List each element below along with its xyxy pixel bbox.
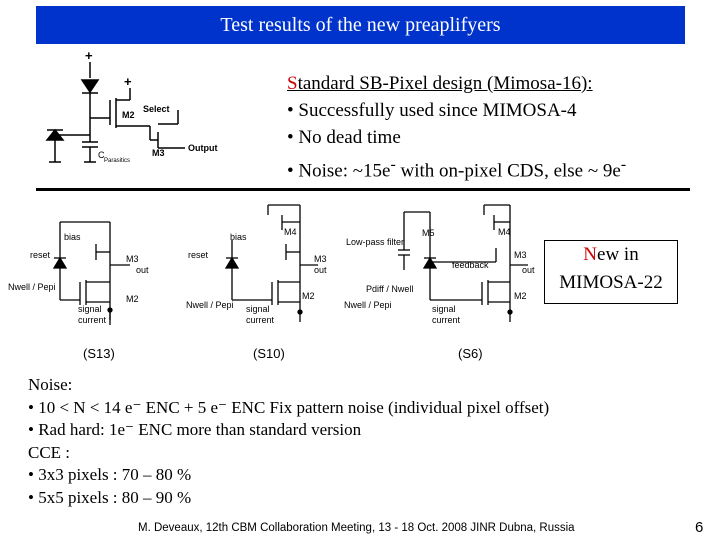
s13-nwell-label: Nwell / Pepi <box>8 282 56 292</box>
s10-bias-label: bias <box>230 232 247 242</box>
s13-signal-label: signal <box>78 304 102 314</box>
noise-sup-2: - <box>620 156 627 173</box>
circuit-s6 <box>398 204 528 322</box>
s10-reset-label: reset <box>188 250 209 260</box>
s6-m4-label: M4 <box>498 227 511 237</box>
standard-bullet-2: • No dead time <box>287 127 401 148</box>
cce-line-2: • 3x3 pixels : 70 – 80 % <box>28 465 192 484</box>
slide-title: Test results of the new preaplifyers <box>36 6 685 44</box>
supply-plus-label-2: + <box>124 74 132 89</box>
s13-out-label: out <box>136 265 149 275</box>
s6-m5-label: M5 <box>422 228 435 238</box>
page-number: 6 <box>695 519 704 536</box>
s6-pdiff-label: Pdiff / Nwell <box>366 284 413 294</box>
s10-current-label: current <box>246 315 275 325</box>
noise-results-text: Noise: • 10 < N < 14 e⁻ ENC + 5 e⁻ ENC F… <box>28 374 549 509</box>
capacitor-sub-label: Parasitics <box>104 158 130 164</box>
new-box-line1: New in <box>545 241 677 269</box>
noise-mid: with on-pixel CDS, else ~ 9e <box>395 160 621 182</box>
s13-m3-label: M3 <box>126 254 139 264</box>
new-in-mimosa22-box: New in MIMOSA-22 <box>544 240 678 304</box>
s13-bias-label: bias <box>64 232 81 242</box>
new-rest: ew in <box>597 244 639 265</box>
circuit-s13 <box>52 221 130 325</box>
noise-line-2: • 10 < N < 14 e⁻ ENC + 5 e⁻ ENC Fix patt… <box>28 397 550 417</box>
s10-m2-label: M2 <box>302 291 315 301</box>
m2-label: M2 <box>122 110 135 120</box>
s10-signal-label: signal <box>246 304 270 314</box>
heading-rest: tandard SB-Pixel design (Mimosa-16): <box>297 73 593 94</box>
noise-sup-1: - <box>390 156 396 173</box>
select-label: Select <box>143 104 170 114</box>
s6-nwell-label: Nwell / Pepi <box>344 300 392 310</box>
output-label: Output <box>188 143 218 153</box>
s6-out-label: out <box>522 265 535 275</box>
s6-signal-label: signal <box>432 304 456 314</box>
s6-feedback-label: feedback <box>452 260 489 270</box>
supply-plus-label-1: + <box>85 48 93 63</box>
noise-prefix: • Noise: ~15e <box>287 160 391 182</box>
new-box-line2: MIMOSA-22 <box>559 272 663 293</box>
noise-line-1: Noise: <box>28 375 73 394</box>
s6-lowpass-label: Low-pass filter <box>346 237 404 247</box>
s6-caption: (S6) <box>458 346 483 361</box>
cce-line-3: • 5x5 pixels : 80 – 90 % <box>28 487 192 507</box>
standard-design-heading: Standard SB-Pixel design (Mimosa-16): <box>287 70 626 97</box>
separator-line <box>36 188 690 191</box>
noise-line-3: • Rad hard: 1e⁻ ENC more than standard v… <box>28 420 362 439</box>
standard-design-text: Standard SB-Pixel design (Mimosa-16): • … <box>287 70 626 184</box>
s10-m3-label: M3 <box>314 254 327 264</box>
s10-m4-label: M4 <box>284 227 297 237</box>
standard-pixel-schematic <box>45 62 185 163</box>
s13-m2-label: M2 <box>126 294 139 304</box>
s10-nwell-label: Nwell / Pepi <box>186 300 234 310</box>
m3-label: M3 <box>152 148 165 158</box>
standard-bullet-noise: • Noise: ~15e- with on-pixel CDS, else ~… <box>287 151 626 184</box>
circuit-s10 <box>224 204 318 322</box>
new-first-letter: N <box>583 244 598 265</box>
s6-m3-label: M3 <box>514 250 527 260</box>
heading-first-letter: S <box>287 73 298 94</box>
s13-current-label: current <box>78 315 107 325</box>
footer-citation: M. Deveaux, 12th CBM Collaboration Meeti… <box>138 522 575 534</box>
capacitor-label: C <box>98 150 105 160</box>
s6-current-label: current <box>432 315 461 325</box>
s13-caption: (S13) <box>83 346 115 361</box>
s13-reset-label: reset <box>30 250 51 260</box>
s6-m2-label: M2 <box>514 291 527 301</box>
s10-caption: (S10) <box>253 346 285 361</box>
cce-line-1: CCE : <box>28 442 71 462</box>
s10-out-label: out <box>314 265 327 275</box>
standard-bullet-1: • Successfully used since MIMOSA-4 <box>287 100 577 121</box>
